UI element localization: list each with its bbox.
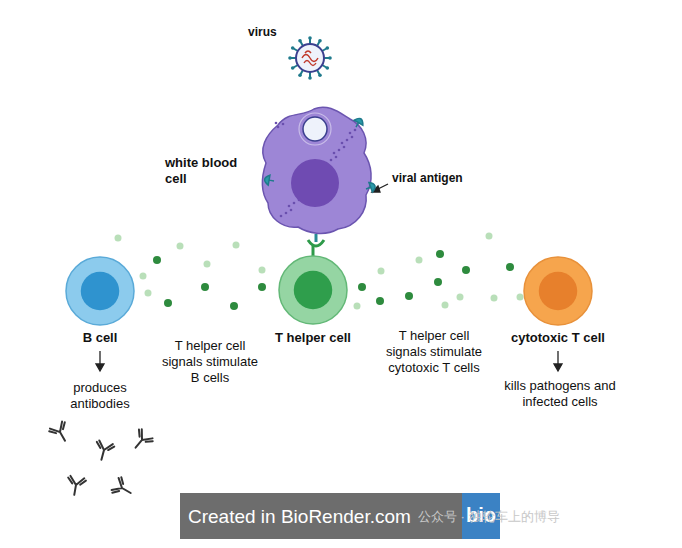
signal-dot xyxy=(457,294,464,301)
signal-dot xyxy=(233,242,240,249)
signal-dot xyxy=(442,302,449,309)
signal-dot xyxy=(462,266,470,274)
antibody xyxy=(129,428,154,453)
signal-dot xyxy=(405,292,413,300)
cell-shape xyxy=(278,255,348,325)
cell-label: T helper cell xyxy=(258,330,368,346)
watermark: 公众号 · 独轮车上的博导 xyxy=(418,509,668,525)
virus: virus xyxy=(290,38,330,78)
immune-cell: B cell xyxy=(65,256,135,326)
viral-antigen xyxy=(364,181,376,194)
annotation: produces antibodies xyxy=(50,380,150,412)
signal-dot xyxy=(204,261,211,268)
antibody xyxy=(111,476,136,501)
receptor-link xyxy=(308,234,324,256)
antibody xyxy=(48,421,73,446)
signal-dot xyxy=(416,257,423,264)
signal-dot xyxy=(140,273,147,280)
annotation: T helper cell signals stimulate cytotoxi… xyxy=(382,328,486,376)
cell-shape xyxy=(523,256,593,326)
signal-dot xyxy=(354,303,361,310)
antibodies xyxy=(48,421,154,501)
signal-dot xyxy=(434,278,442,286)
signal-dot xyxy=(201,283,209,291)
signal-dot xyxy=(115,235,122,242)
cell-label: virus xyxy=(248,24,288,40)
signal-dot xyxy=(177,243,184,250)
signal-dot xyxy=(486,233,493,240)
antibody xyxy=(65,476,86,497)
signal-dot xyxy=(145,290,152,297)
signal-dot xyxy=(153,256,161,264)
white-blood-cell: white blood cell xyxy=(258,103,374,237)
cell-label: white blood cell xyxy=(165,155,255,187)
signal-dot xyxy=(376,297,384,305)
cell-label: B cell xyxy=(45,330,155,346)
annotation: kills pathogens and infected cells xyxy=(500,378,620,410)
cell-label: cytotoxic T cell xyxy=(493,330,623,346)
signal-dot xyxy=(259,267,266,274)
viral-antigen xyxy=(352,116,365,129)
cell-shape xyxy=(290,38,330,78)
immune-cell: T helper cell xyxy=(278,255,348,325)
signal-dot xyxy=(506,263,514,271)
signal-dot xyxy=(164,299,172,307)
signal-dot xyxy=(378,268,385,275)
antibody xyxy=(93,440,115,462)
signal-dot xyxy=(230,302,238,310)
viral-antigen xyxy=(264,174,275,185)
immune-cell: cytotoxic T cell xyxy=(523,256,593,326)
callout-label: viral antigen xyxy=(392,170,482,186)
signal-dot xyxy=(258,283,266,291)
cell-shape xyxy=(258,103,374,237)
signal-dot xyxy=(517,294,524,301)
cell-shape xyxy=(65,256,135,326)
signal-dot xyxy=(491,295,498,302)
annotation: T helper cell signals stimulate B cells xyxy=(160,338,260,386)
signal-dot xyxy=(358,283,366,291)
signal-dot xyxy=(436,250,444,258)
